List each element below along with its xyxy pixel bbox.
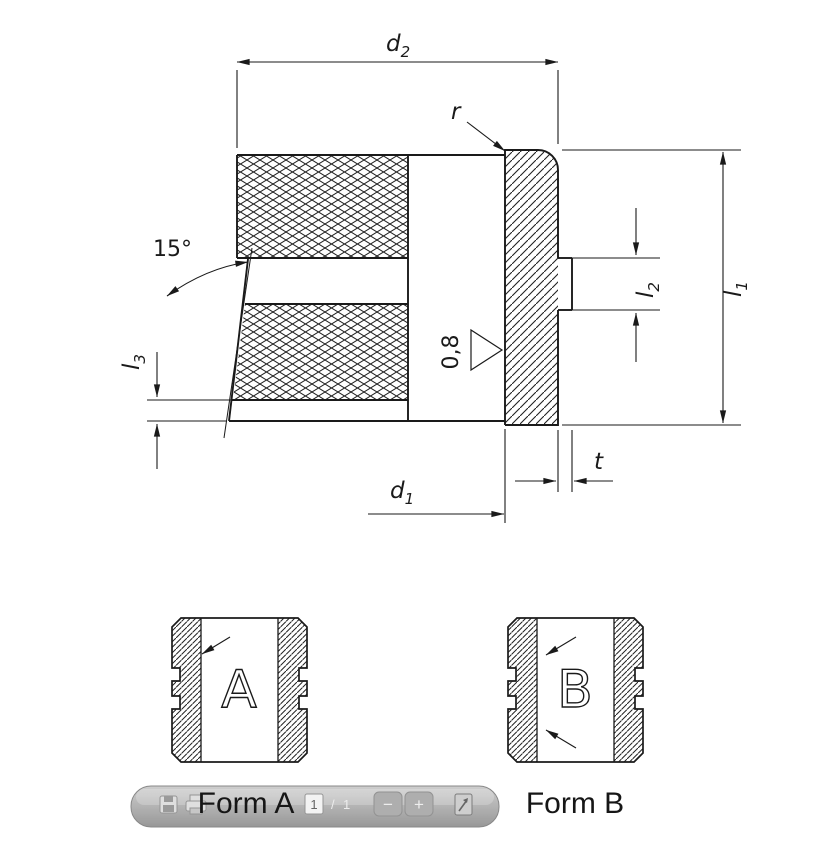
fit-page-button[interactable] bbox=[454, 793, 473, 816]
dimension-labels: d2 d1 r l1 l2 l3 t 15° 0,8 bbox=[119, 31, 751, 508]
dimension-l3 bbox=[147, 352, 231, 469]
label-r: r bbox=[451, 99, 462, 125]
label-l2: l2 bbox=[633, 282, 663, 298]
label-l3: l3 bbox=[119, 354, 149, 370]
form-b-knurl-direction-arrow-bottom bbox=[545, 729, 577, 749]
flange-section-hatch bbox=[505, 150, 558, 425]
dimension-t bbox=[515, 430, 613, 492]
save-button[interactable] bbox=[159, 795, 178, 814]
flange-outline bbox=[504, 149, 573, 426]
page-indicator[interactable]: 1 / 1 bbox=[304, 793, 350, 815]
form-b-letter: B bbox=[557, 660, 593, 720]
form-b-right-wall-hatch bbox=[614, 618, 643, 762]
save-icon-label-area bbox=[163, 805, 174, 812]
form-a-letter: A bbox=[221, 660, 257, 720]
pdf-toolbar: 1 / 1 − + bbox=[130, 785, 500, 828]
flange-outline-lower bbox=[505, 310, 559, 426]
form-a-right-wall-hatch bbox=[278, 618, 307, 762]
flange-outline-upper bbox=[504, 149, 559, 425]
roughness-symbol bbox=[470, 328, 504, 372]
page-current: 1 bbox=[310, 797, 317, 812]
angle-arc bbox=[166, 260, 249, 297]
plus-icon: + bbox=[414, 795, 424, 814]
form-b-caption: Form B bbox=[526, 787, 624, 820]
dimensions bbox=[147, 58, 741, 523]
form-a-left-wall-hatch bbox=[172, 618, 201, 762]
zoom-out-button[interactable]: − bbox=[373, 791, 403, 817]
label-d2: d2 bbox=[386, 31, 410, 61]
save-icon-shutter bbox=[164, 796, 173, 802]
form-b-left-wall-hatch bbox=[508, 618, 537, 762]
dimension-l1 bbox=[562, 149, 741, 426]
fit-page-icon-arrowhead bbox=[463, 798, 468, 803]
zoom-out-button-face[interactable] bbox=[373, 791, 403, 817]
dimension-d1 bbox=[368, 429, 506, 523]
page-separator: / bbox=[331, 797, 335, 812]
form-b-knurl-direction-arrow-top bbox=[545, 636, 577, 656]
form-a-knurl-direction-arrow bbox=[201, 636, 231, 655]
print-button[interactable] bbox=[185, 794, 207, 815]
main-section-view bbox=[223, 149, 573, 439]
print-icon-tray bbox=[189, 807, 203, 815]
knurl-band-top bbox=[237, 155, 408, 258]
label-angle: 15° bbox=[153, 237, 192, 262]
form-a-caption: Form A bbox=[198, 787, 295, 820]
form-a-view: A bbox=[171, 617, 308, 763]
label-d1: d1 bbox=[390, 478, 414, 508]
form-b-outline bbox=[507, 617, 644, 763]
page-total: 1 bbox=[343, 797, 350, 812]
page-number-box[interactable] bbox=[304, 793, 324, 815]
zoom-in-button-face[interactable] bbox=[404, 791, 434, 817]
dimension-l2 bbox=[572, 208, 660, 362]
r-leader-line bbox=[466, 121, 506, 152]
label-t: t bbox=[594, 449, 604, 475]
dimension-d2 bbox=[236, 58, 559, 148]
form-b-view: B bbox=[507, 617, 644, 763]
form-a-outline bbox=[171, 617, 308, 763]
minus-icon: − bbox=[383, 795, 393, 814]
zoom-in-button[interactable]: + bbox=[404, 791, 434, 817]
label-roughness: 0,8 bbox=[439, 335, 464, 370]
knurl-band-bottom bbox=[233, 304, 408, 400]
label-l1: l1 bbox=[721, 281, 751, 297]
